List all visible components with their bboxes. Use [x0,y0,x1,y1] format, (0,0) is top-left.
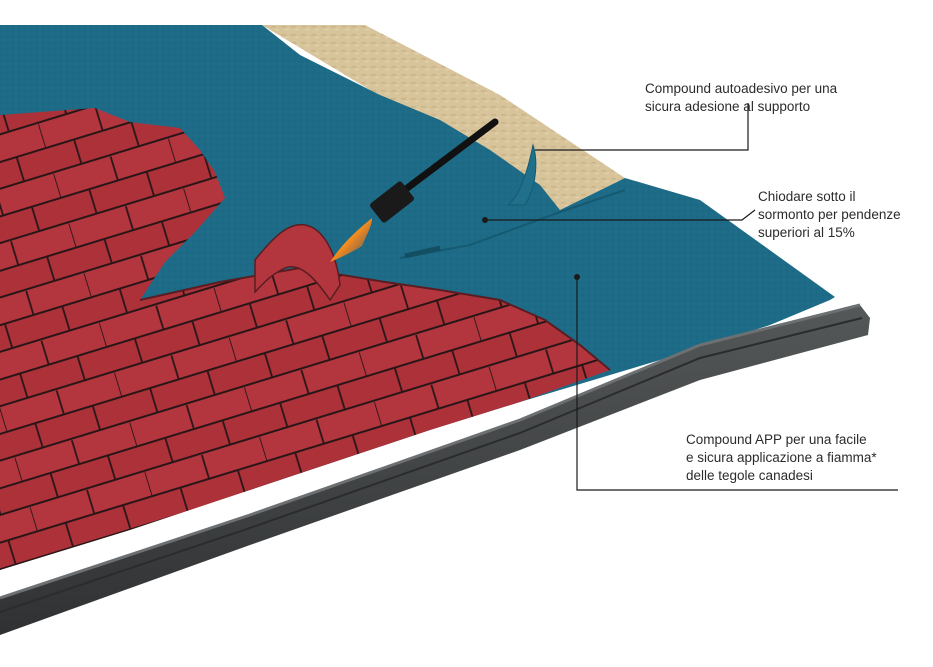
leader-line-adhesive [535,103,749,151]
flame-icon [330,218,372,262]
lifted-shingle [254,223,341,302]
callout-app-line-3: delle tegole canadesi [686,468,813,483]
callout-adhesive: Compound autoadesivo per una sicura ades… [645,80,837,116]
nail-strip [404,245,441,259]
torch-icon [370,118,499,223]
leader-lines [485,103,898,491]
membrane-flap [506,143,537,206]
leader-line-app [576,277,898,491]
callout-adhesive-line-2: sicura adesione al supporto [645,99,811,114]
gutter [0,303,870,635]
shingle-edge [139,266,611,371]
callout-nailing-line-1: Chiodare sotto il [758,189,856,204]
callout-adhesive-line-1: Compound autoadesivo per una [645,81,838,96]
shingles-area [0,108,610,570]
callout-nailing: Chiodare sotto il sormonto per pendenze … [758,188,901,242]
callout-nailing-line-2: sormonto per pendenze [758,207,901,222]
leader-dot-app [574,274,580,280]
callout-app-line-2: e sicura applicazione a fiamma* [686,450,877,465]
callout-app: Compound APP per una facile e sicura app… [686,431,877,485]
leader-dot-nailing [482,217,488,223]
callout-nailing-line-3: superiori al 15% [758,225,855,240]
callout-app-line-1: Compound APP per una facile [686,432,867,447]
leader-line-nailing [485,209,756,221]
